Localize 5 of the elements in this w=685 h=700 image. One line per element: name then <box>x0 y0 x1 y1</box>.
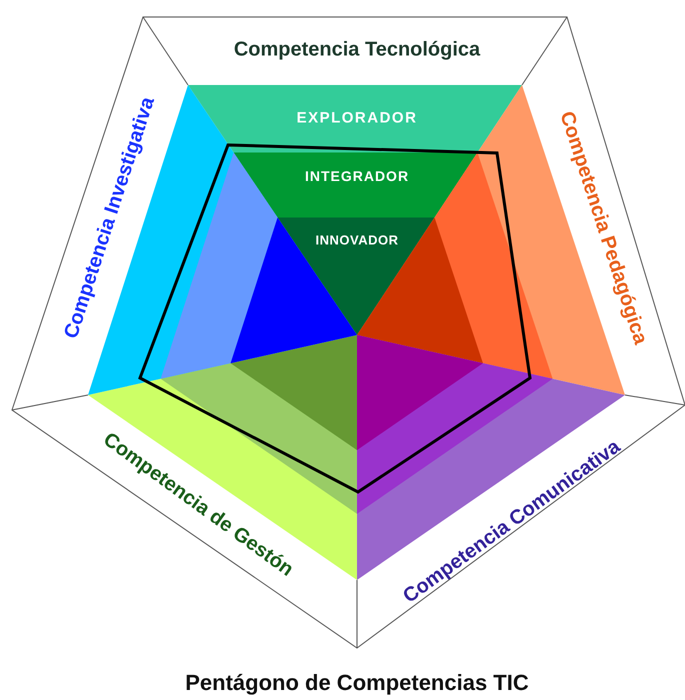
caption: Pentágono de Competencias TIC <box>185 670 529 696</box>
level-label: EXPLORADOR <box>296 110 418 126</box>
level-label: INNOVADOR <box>316 232 398 248</box>
competency-label: Competencia Tecnológica <box>234 38 480 62</box>
level-label: INTEGRADOR <box>304 168 410 184</box>
